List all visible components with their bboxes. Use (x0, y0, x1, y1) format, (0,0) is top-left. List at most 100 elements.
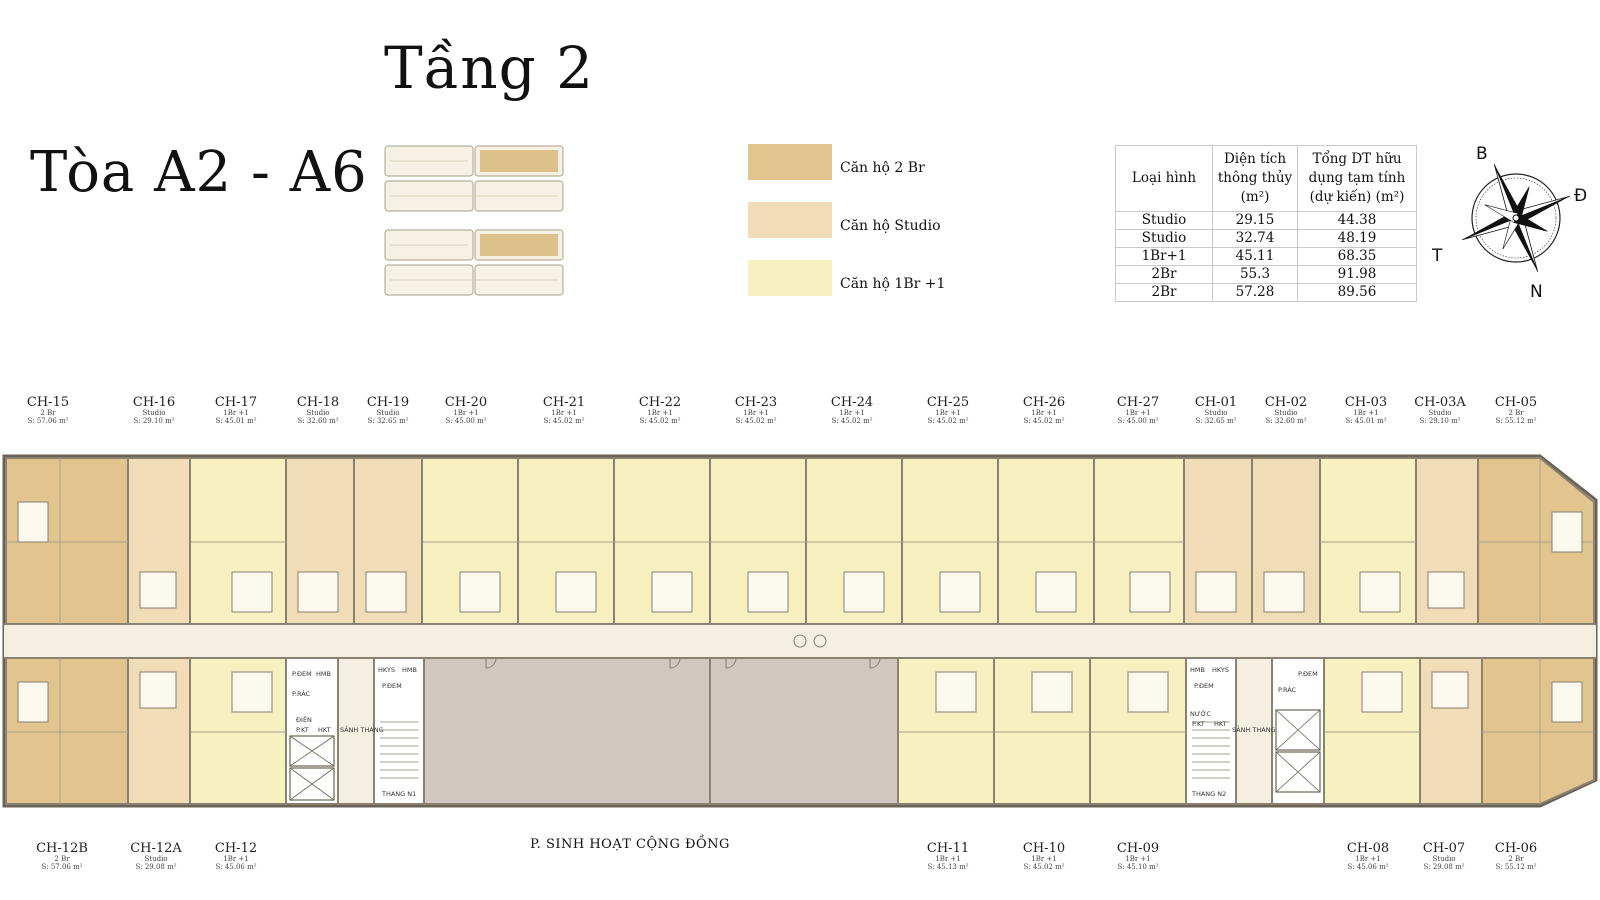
compass: B Đ T N (1432, 144, 1596, 302)
unit-type: 1Br +1 (1031, 855, 1057, 863)
legend-label-studio: Căn hộ Studio (840, 218, 941, 234)
unit-area: S: 45.01 m² (1345, 417, 1387, 425)
table-cell: 32.74 (1212, 229, 1298, 248)
unit-area: S: 32.60 m² (1265, 417, 1307, 425)
unit-type: Studio (1432, 855, 1456, 863)
unit-code: CH-17 (214, 395, 258, 410)
service-label-p-kt-left: P.KT (296, 726, 309, 734)
unit-code: CH-20 (444, 395, 488, 410)
unit-code: CH-22 (638, 395, 682, 410)
unit-area: S: 45.01 m² (215, 417, 257, 425)
area-table: Loại hình Diện tích thông thủy (m²) Tổng… (1115, 145, 1417, 302)
table-row: 1Br+1 45.11 68.35 (1115, 247, 1417, 266)
unit-code: CH-07 (1422, 841, 1466, 856)
service-label-hmb-right: HMB (1190, 666, 1205, 674)
service-label-sanh-thang-left: SẢNH THANG (340, 725, 384, 734)
compass-label-east: Đ (1574, 186, 1588, 206)
unit-type: 1Br +1 (935, 409, 961, 417)
unit-type: 1Br +1 (223, 855, 249, 863)
lift-lobby-right (1235, 657, 1273, 805)
table-cell: Studio (1115, 211, 1213, 230)
legend-swatch-studio (748, 202, 832, 238)
table-cell: 1Br+1 (1115, 247, 1213, 266)
unit-type: Studio (142, 409, 166, 417)
unit-type: 2 Br (1508, 855, 1524, 863)
unit-type: 1Br +1 (1355, 855, 1381, 863)
unit-type: 1Br +1 (223, 409, 249, 417)
service-label-thang-n2: THANG N2 (1191, 790, 1226, 798)
community-room (423, 657, 899, 805)
unit-area: S: 55.12 m² (1495, 863, 1537, 871)
legend-label-1br: Căn hộ 1Br +1 (840, 276, 946, 292)
service-label-hkys-right: HKYS (1212, 666, 1229, 674)
service-label-p-dem-far-right: P.ĐEM (1298, 670, 1318, 678)
compass-rose-icon (1462, 164, 1570, 272)
unit-type: 1Br +1 (647, 409, 673, 417)
service-label-hmb-left: HMB (316, 670, 331, 678)
unit-area: S: 45.02 m² (735, 417, 777, 425)
unit-area: S: 32.65 m² (367, 417, 409, 425)
table-cell: 45.11 (1212, 247, 1298, 266)
table-cell: Studio (1115, 229, 1213, 248)
area-table-header-type: Loại hình (1115, 145, 1213, 212)
unit-code: CH-05 (1494, 395, 1538, 410)
unit-type: Studio (1428, 409, 1452, 417)
unit-code: CH-08 (1346, 841, 1390, 856)
service-label-hkt-left: HKT (318, 726, 331, 734)
service-label-p-dem-left: P.ĐEM (292, 670, 312, 678)
unit-code: CH-19 (366, 395, 410, 410)
unit-type: Studio (376, 409, 400, 417)
service-label-p-rac-right: P.RÁC (1278, 685, 1297, 694)
service-label-dien: ĐIỆN (296, 715, 312, 724)
area-table-header: Loại hình Diện tích thông thủy (m²) Tổng… (1115, 145, 1417, 212)
unit-code: CH-16 (132, 395, 176, 410)
unit-code: CH-12B (36, 841, 88, 856)
unit-code: CH-26 (1022, 395, 1066, 410)
unit-area: S: 55.12 m² (1495, 417, 1537, 425)
unit-area: S: 45.13 m² (927, 863, 969, 871)
service-label-nuoc: NƯỚC (1190, 709, 1211, 718)
unit-area: S: 29.08 m² (135, 863, 177, 871)
key-plan-highlight-a2 (480, 150, 558, 172)
floor-plan-drawing: P.ĐEM HMB P.RÁC ĐIỆN P.KT HKT SẢNH THANG… (2, 454, 1598, 808)
unit-ch-12b (5, 657, 129, 805)
unit-code: CH-03A (1414, 395, 1466, 410)
corridor (4, 624, 1596, 658)
unit-type: 1Br +1 (1125, 409, 1151, 417)
legend-swatch-1br (748, 260, 832, 296)
unit-code: CH-23 (734, 395, 778, 410)
unit-area: S: 32.60 m² (297, 417, 339, 425)
unit-type: 1Br +1 (551, 409, 577, 417)
unit-type: 2 Br (1508, 409, 1524, 417)
unit-code: CH-02 (1264, 395, 1308, 410)
unit-ch-05 (1477, 457, 1595, 625)
unit-area: S: 45.02 m² (1023, 863, 1065, 871)
compass-label-north: B (1476, 144, 1488, 164)
table-cell: 89.56 (1297, 283, 1417, 302)
unit-type: 1Br +1 (839, 409, 865, 417)
unit-code: CH-21 (542, 395, 586, 410)
unit-code: CH-12A (130, 841, 182, 856)
area-table-header-total-area: Tổng DT hữu dụng tạm tính (dự kiến) (m²) (1297, 145, 1417, 212)
service-label-thang-n1: THANG N1 (381, 790, 416, 798)
unit-type: 1Br +1 (743, 409, 769, 417)
table-cell: 2Br (1115, 283, 1213, 302)
floor-title: Tầng 2 (384, 34, 595, 102)
unit-code: CH-01 (1194, 395, 1238, 410)
unit-area: S: 45.06 m² (215, 863, 257, 871)
unit-area: S: 29.08 m² (1423, 863, 1465, 871)
table-cell: 2Br (1115, 265, 1213, 284)
unit-code: CH-06 (1494, 841, 1538, 856)
unit-area: S: 29.10 m² (1419, 417, 1461, 425)
unit-code: CH-12 (214, 841, 258, 856)
service-label-p-dem-right: P.ĐEM (1194, 682, 1214, 690)
unit-area: S: 45.00 m² (1117, 417, 1159, 425)
